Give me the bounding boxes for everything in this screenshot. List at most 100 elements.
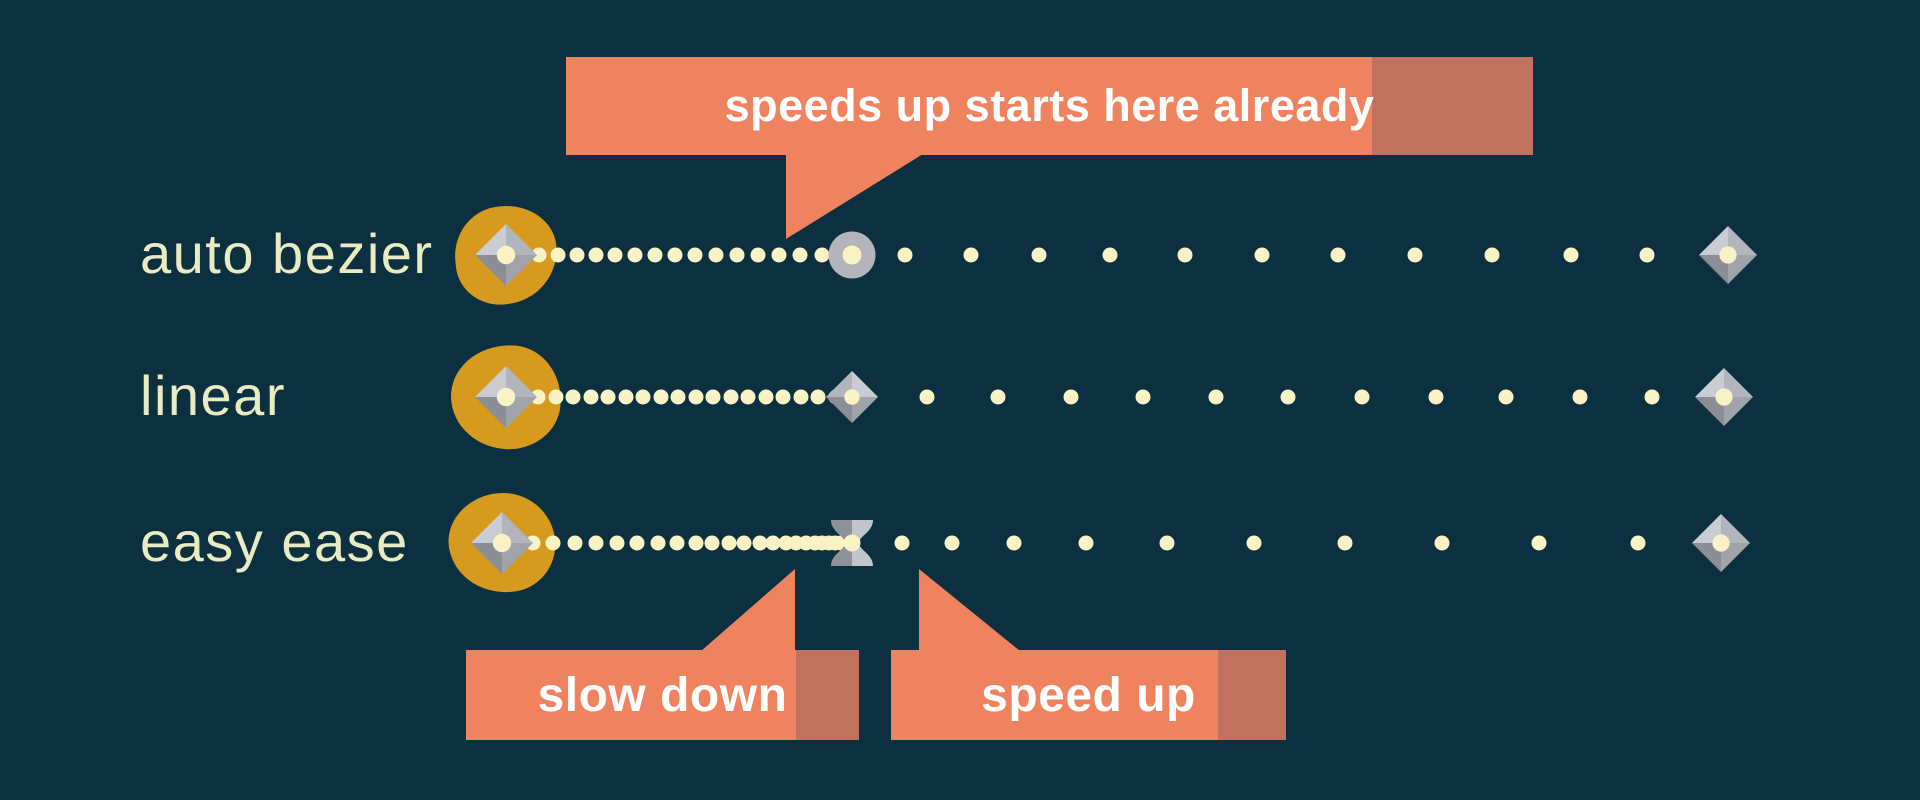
motion-dot <box>705 389 721 405</box>
motion-dot <box>1177 247 1193 263</box>
motion-dot <box>618 389 634 405</box>
motion-dot <box>607 247 623 263</box>
motion-dot <box>670 389 686 405</box>
start-keyframe-diamond-icon <box>475 366 537 428</box>
motion-dot <box>1407 247 1423 263</box>
callout-speed-up-pointer <box>919 569 1020 651</box>
motion-dot <box>567 535 583 551</box>
motion-dot <box>583 389 599 405</box>
motion-dot <box>740 389 756 405</box>
motion-dot <box>667 247 683 263</box>
motion-dot <box>1484 247 1500 263</box>
motion-dot <box>647 247 663 263</box>
motion-dot <box>750 247 766 263</box>
motion-dot <box>1639 247 1655 263</box>
motion-dot <box>1078 535 1094 551</box>
motion-dot <box>1135 389 1151 405</box>
callout-slow-down-text: slow down <box>537 668 788 722</box>
motion-dot <box>771 247 787 263</box>
motion-dot <box>1354 389 1370 405</box>
row-label-linear: linear <box>140 364 286 428</box>
callout-shade <box>1372 57 1533 155</box>
motion-dot <box>1159 535 1175 551</box>
motion-dot <box>588 247 604 263</box>
motion-dot <box>1063 389 1079 405</box>
motion-dot <box>765 535 781 551</box>
motion-dot <box>1644 389 1660 405</box>
motion-dot <box>627 247 643 263</box>
motion-dot <box>897 247 913 263</box>
motion-dot <box>688 535 704 551</box>
motion-dot <box>758 389 774 405</box>
end-keyframe-diamond-icon <box>1699 226 1757 284</box>
motion-dot <box>1434 535 1450 551</box>
motion-dot <box>1330 247 1346 263</box>
end-keyframe-diamond-icon <box>1695 368 1753 426</box>
motion-dot <box>1006 535 1022 551</box>
motion-dot <box>653 389 669 405</box>
motion-dot <box>736 535 752 551</box>
motion-dot <box>1428 389 1444 405</box>
callout-speeds-up: speeds up starts here already <box>566 57 1533 155</box>
motion-dot <box>793 389 809 405</box>
motion-dot <box>810 389 826 405</box>
motion-dot <box>704 535 720 551</box>
start-keyframe-diamond-icon <box>475 224 537 286</box>
motion-dot <box>1254 247 1270 263</box>
easy-ease-keyframe-hourglass-icon <box>828 519 876 567</box>
callout-shade <box>1218 650 1286 740</box>
motion-dot <box>1563 247 1579 263</box>
callout-shade <box>796 650 859 740</box>
motion-dot <box>600 389 616 405</box>
callout-speed-up-text: speed up <box>981 668 1196 722</box>
motion-dot <box>629 535 645 551</box>
motion-dot <box>721 535 737 551</box>
motion-dot <box>1246 535 1262 551</box>
motion-dot <box>723 389 739 405</box>
motion-dot <box>944 535 960 551</box>
start-keyframe-diamond-icon <box>471 512 533 574</box>
motion-dot <box>1572 389 1588 405</box>
motion-dot <box>708 247 724 263</box>
motion-dot <box>635 389 651 405</box>
motion-dot <box>688 389 704 405</box>
motion-dot <box>650 535 666 551</box>
motion-dot <box>669 535 685 551</box>
callout-speeds-up-text: speeds up starts here already <box>724 80 1375 131</box>
motion-dot <box>814 247 830 263</box>
motion-dot <box>752 535 768 551</box>
motion-dot <box>1531 535 1547 551</box>
callout-slow-down: slow down <box>466 650 859 740</box>
end-keyframe-diamond-icon <box>1692 514 1750 572</box>
motion-dot <box>990 389 1006 405</box>
current-position-circle-icon <box>828 231 876 279</box>
motion-dot <box>609 535 625 551</box>
motion-dot <box>1630 535 1646 551</box>
callout-speeds-up-pointer <box>786 154 923 239</box>
callout-speed-up: speed up <box>891 650 1286 740</box>
motion-dot <box>1280 389 1296 405</box>
mid-keyframe-diamond-icon <box>826 371 878 423</box>
motion-dot <box>963 247 979 263</box>
motion-dot <box>1031 247 1047 263</box>
motion-dot <box>1337 535 1353 551</box>
motion-dot <box>687 247 703 263</box>
callout-slow-down-pointer <box>701 569 795 651</box>
motion-dot <box>1102 247 1118 263</box>
motion-dot <box>1208 389 1224 405</box>
motion-dot <box>1498 389 1514 405</box>
row-label-easy-ease: easy ease <box>140 510 409 574</box>
motion-dot <box>565 389 581 405</box>
motion-dot <box>530 389 546 405</box>
motion-dot <box>894 535 910 551</box>
motion-dot <box>919 389 935 405</box>
motion-dot <box>729 247 745 263</box>
motion-dot <box>550 247 566 263</box>
motion-dot <box>545 535 561 551</box>
motion-dot <box>775 389 791 405</box>
motion-dot <box>792 247 808 263</box>
motion-dot <box>548 389 564 405</box>
motion-dot <box>588 535 604 551</box>
row-label-auto-bezier: auto bezier <box>140 222 434 286</box>
